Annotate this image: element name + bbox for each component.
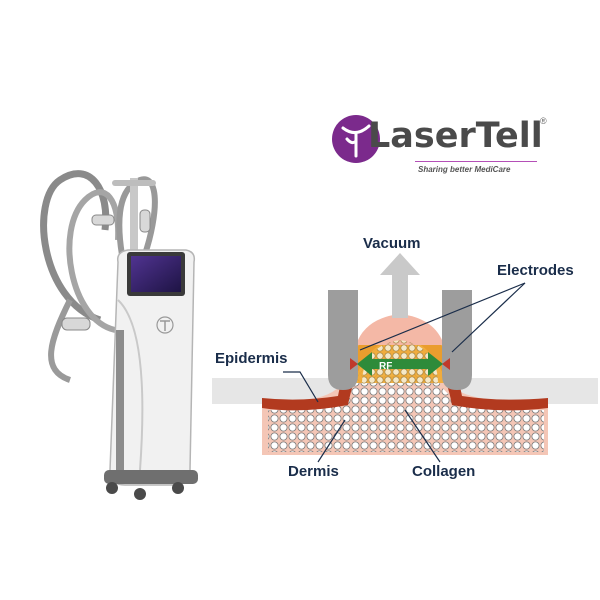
collagen-pointer: [404, 409, 441, 463]
vacuum-label: Vacuum: [363, 235, 421, 252]
registered-mark: ®: [540, 116, 547, 126]
electrodes-pointer-right: [451, 282, 526, 353]
brand-name: LaserTell: [368, 116, 543, 156]
collagen-cells: [268, 354, 544, 452]
dermis-pointer: [317, 419, 346, 463]
rf-double-arrow: [357, 352, 443, 376]
logo-divider: [415, 161, 537, 162]
dermis-label: Dermis: [288, 463, 339, 480]
epidermis-label: Epidermis: [215, 350, 288, 367]
electrodes-label: Electrodes: [497, 262, 574, 279]
epidermis-pointer: [283, 371, 319, 403]
rf-label: RF: [379, 361, 393, 372]
epidermis-layer: [262, 322, 548, 411]
brand-tagline: Sharing better MediCare: [418, 165, 511, 174]
vacuum-arrow: [380, 253, 420, 318]
right-electrode: [442, 290, 472, 390]
collagen-label: Collagen: [412, 463, 476, 480]
left-electrode: [328, 290, 358, 390]
electrodes-pointer-left: [359, 282, 526, 351]
